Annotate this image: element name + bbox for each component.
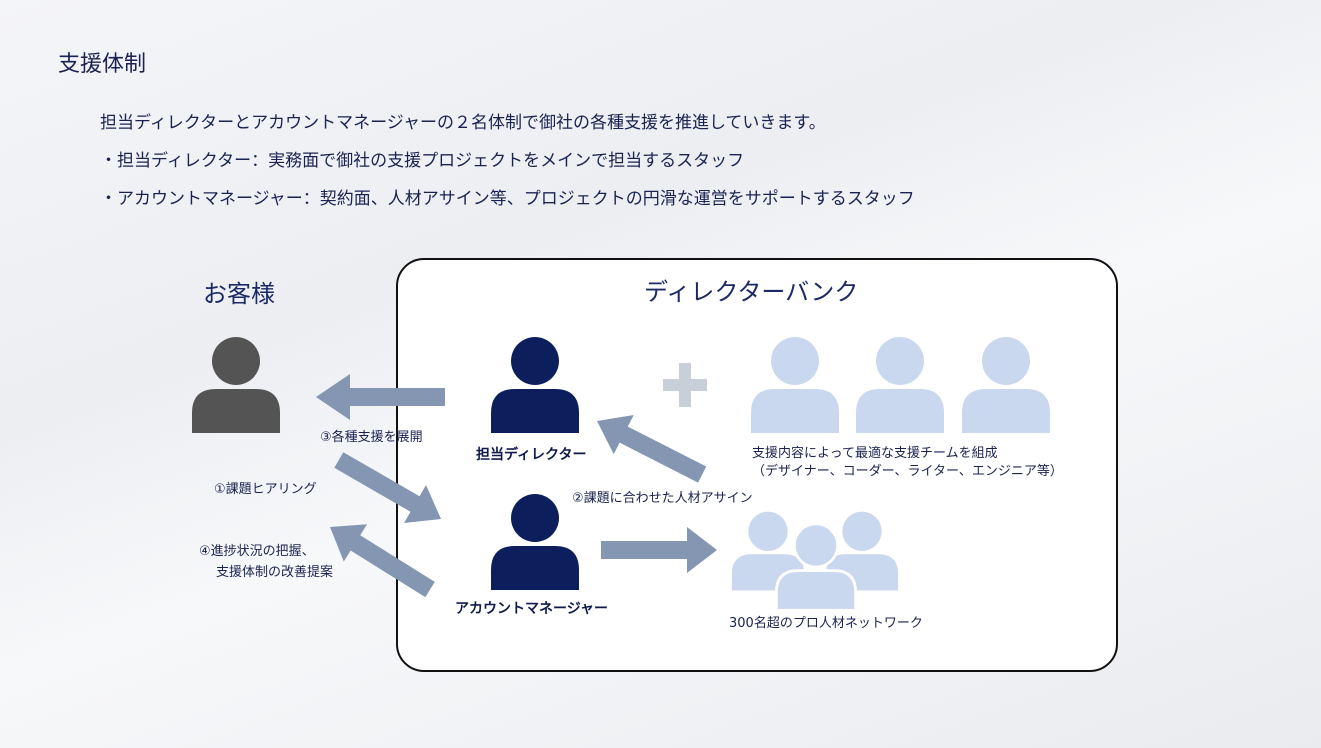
page-title: 支援体制 (58, 52, 147, 77)
director-label: 担当ディレクター (476, 447, 587, 463)
customer-person-icon (192, 337, 280, 433)
arrow-icon-network (601, 527, 717, 573)
director-bank-panel (396, 258, 1118, 672)
intro-line-2: ・担当ディレクター：実務面で御社の支援プロジェクトをメインで担当するスタッフ (100, 151, 745, 171)
manager-label: アカウントマネージャー (455, 601, 609, 617)
step1-label: ①課題ヒアリング (214, 482, 317, 497)
team-desc-line2: （デザイナー、コーダー、ライター、エンジニア等） (752, 464, 1063, 479)
network-group-icon (731, 511, 899, 612)
team-desc-line1: 支援内容によって最適な支援チームを組成 (752, 446, 998, 461)
step4-label-line1: ④進捗状況の把握、 (199, 544, 315, 559)
arrow-icon-step1 (334, 452, 441, 524)
company-label: ディレクターバンク (644, 278, 859, 306)
step3-label: ③各種支援を展開 (320, 430, 423, 445)
arrow-icon-step4 (330, 524, 435, 598)
intro-line-1: 担当ディレクターとアカウントマネージャーの２名体制で御社の各種支援を推進していき… (100, 113, 826, 133)
arrow-icon-step2 (597, 415, 707, 483)
arrow-icon-step3 (316, 374, 445, 420)
team-person-icons (751, 337, 1050, 433)
intro-text: 担当ディレクターとアカウントマネージャーの２名体制で御社の各種支援を推進していき… (100, 110, 915, 224)
intro-line-3: ・アカウントマネージャー：契約面、人材アサイン等、プロジェクトの円滑な運営をサポ… (100, 189, 915, 209)
step4-label-line2: 支援体制の改善提案 (216, 565, 334, 580)
director-person-icon (491, 337, 579, 433)
plus-icon (663, 363, 707, 407)
network-label: 300名超のプロ人材ネットワーク (729, 616, 923, 631)
customer-label: お客様 (203, 280, 275, 308)
step2-label: ②課題に合わせた人材アサイン (572, 491, 753, 506)
manager-person-icon (491, 494, 579, 590)
